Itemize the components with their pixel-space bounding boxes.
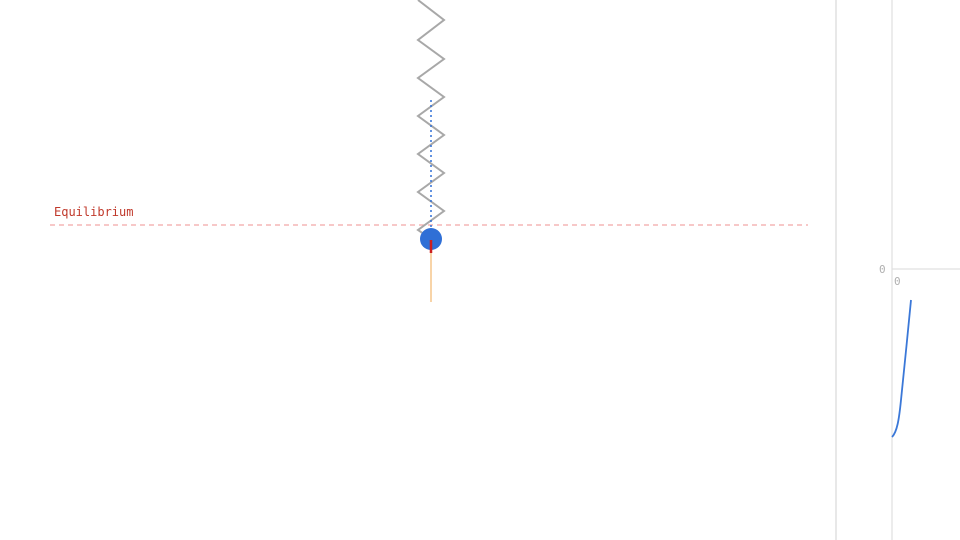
graph-y-zero-label: 0	[879, 263, 886, 276]
graph-displacement-curve	[891, 299, 912, 438]
mass-bob[interactable]	[420, 228, 442, 250]
graph-x-zero-label: 0	[894, 275, 901, 288]
spring[interactable]	[416, 0, 446, 240]
graph-panel: 0 0	[835, 0, 960, 540]
equilibrium-label: Equilibrium	[54, 205, 133, 219]
